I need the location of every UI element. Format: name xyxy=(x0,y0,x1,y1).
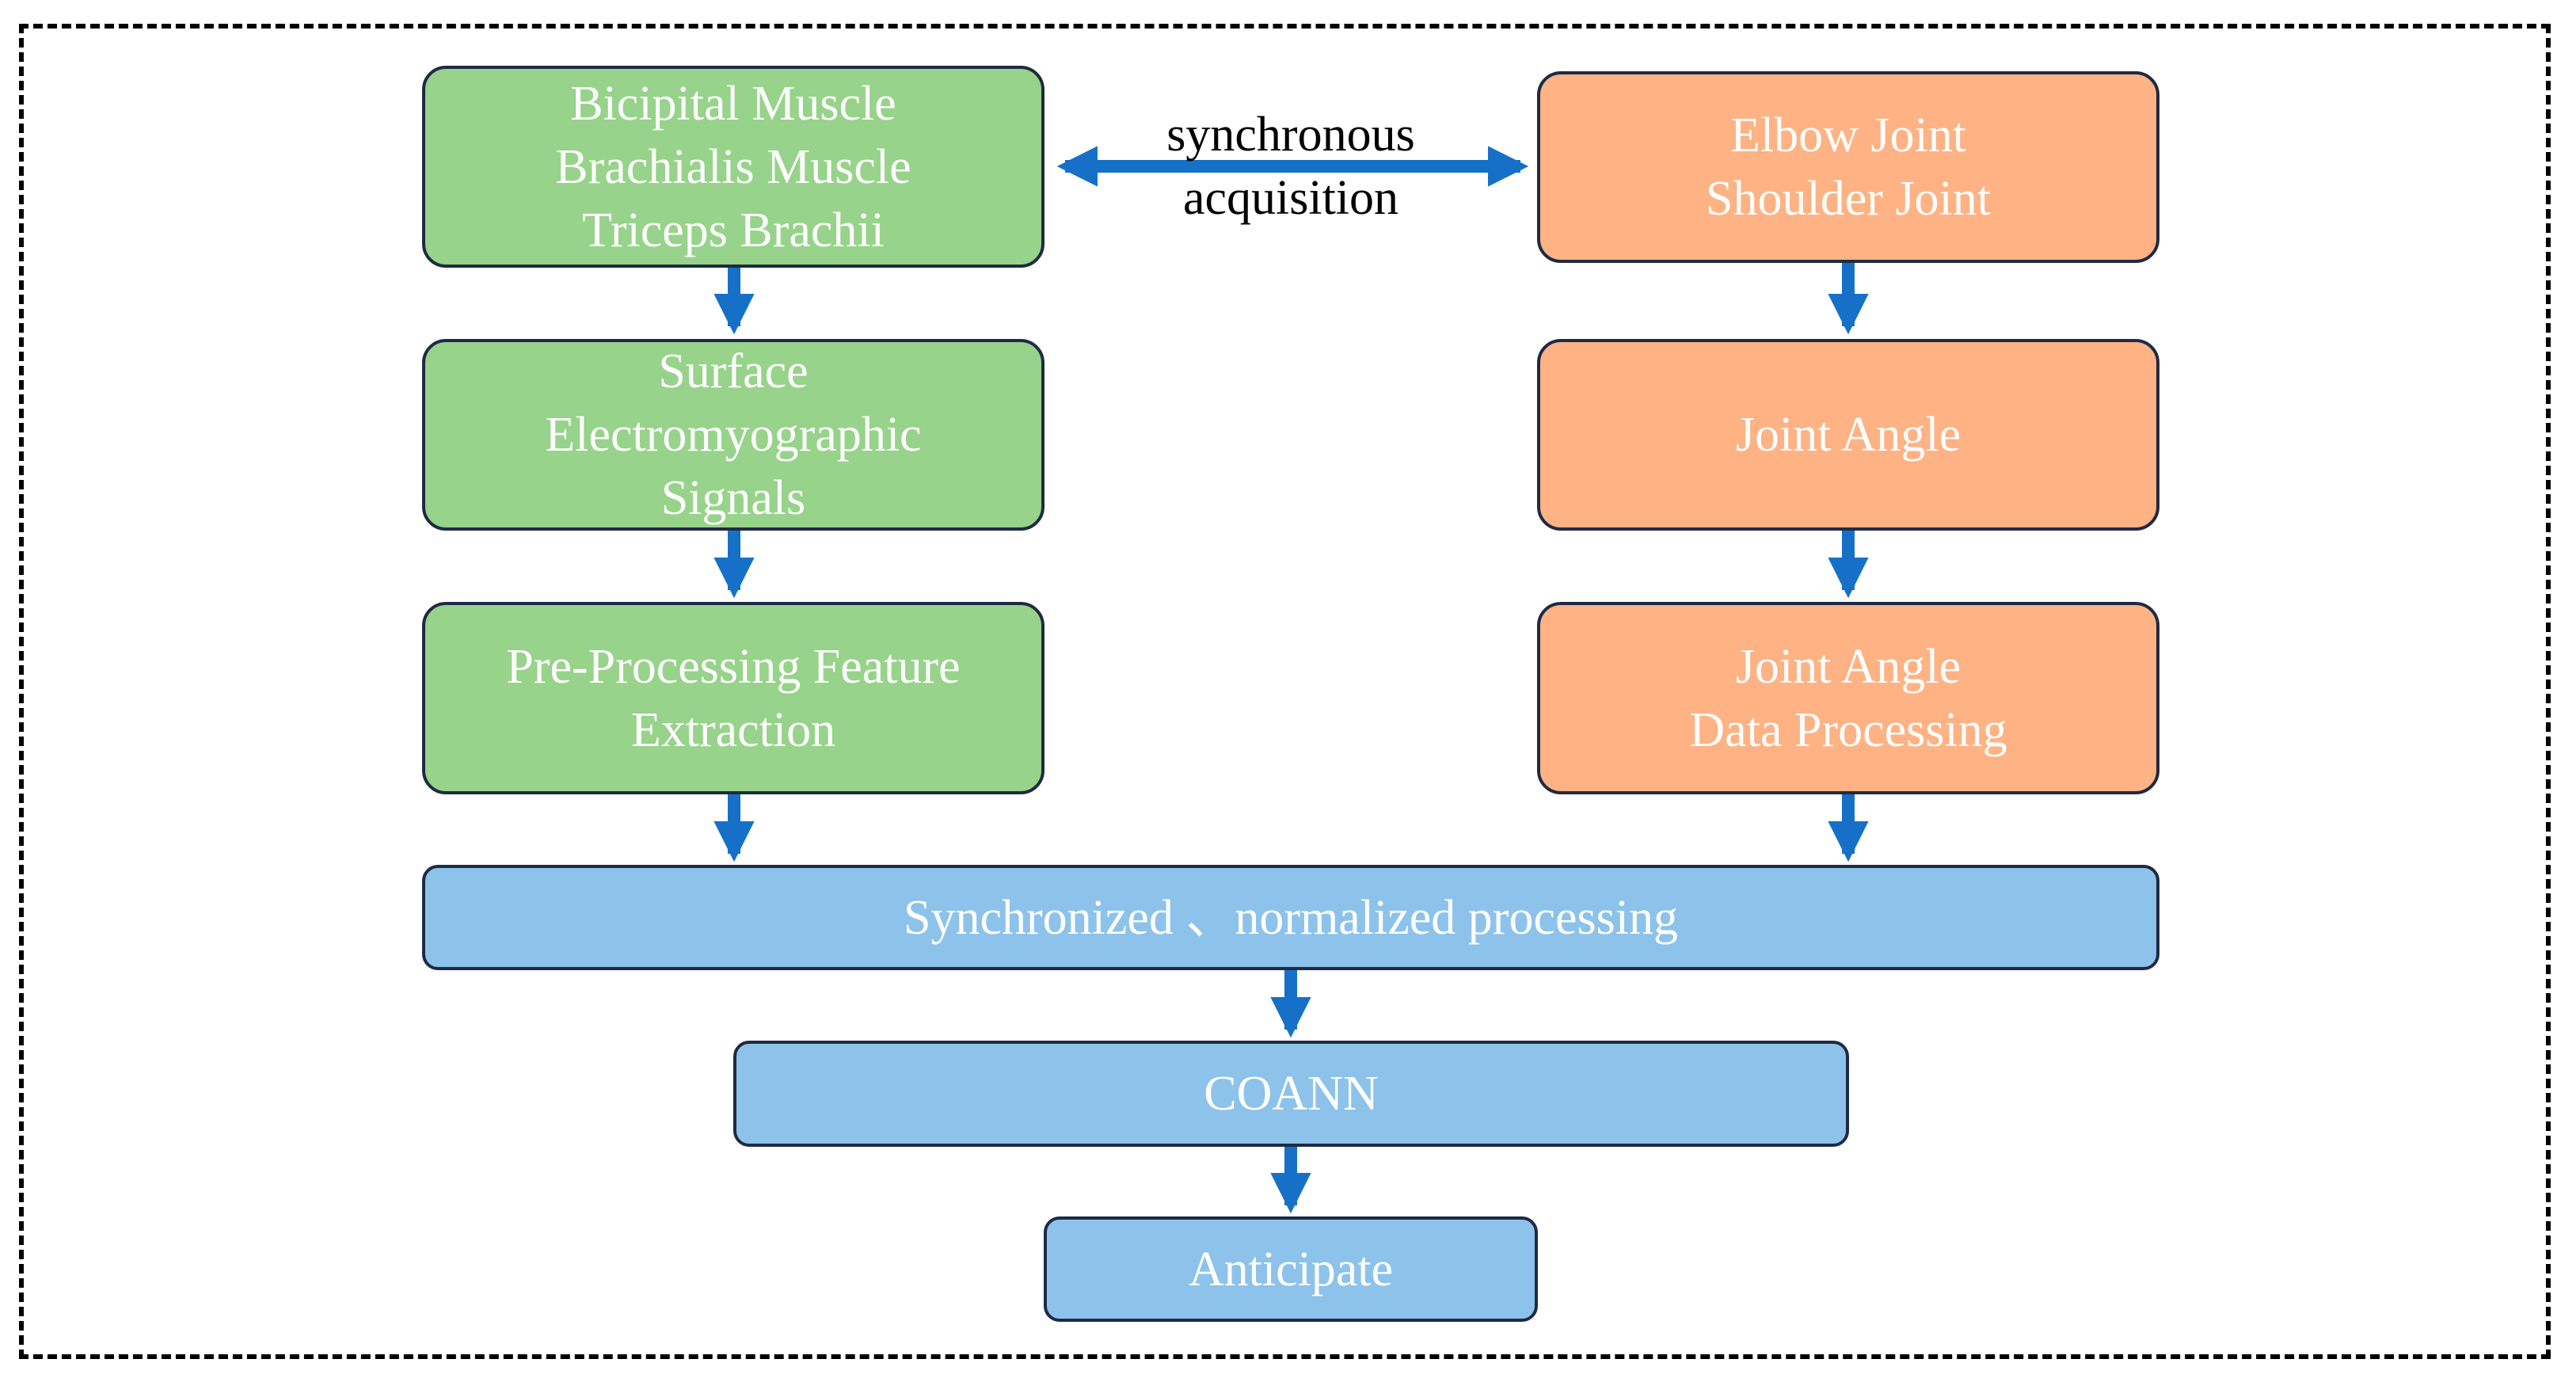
node-joints: Elbow Joint Shoulder Joint xyxy=(1537,71,2159,263)
diagram-frame xyxy=(19,24,2551,1359)
node-joint-angle-processing: Joint Angle Data Processing xyxy=(1537,602,2159,794)
label-sync-acquisition: synchronous acquisition xyxy=(1166,108,1415,225)
node-muscles: Bicipital Muscle Brachialis Muscle Trice… xyxy=(422,66,1044,268)
node-sync-normalized: Synchronized 、normalized processing xyxy=(422,865,2159,970)
node-semg: Surface Electromyographic Signals xyxy=(422,339,1044,531)
node-joint-angle: Joint Angle xyxy=(1537,339,2159,531)
node-anticipate: Anticipate xyxy=(1044,1216,1538,1322)
node-preprocessing: Pre-Processing Feature Extraction xyxy=(422,602,1044,794)
node-coann: COANN xyxy=(733,1041,1849,1147)
